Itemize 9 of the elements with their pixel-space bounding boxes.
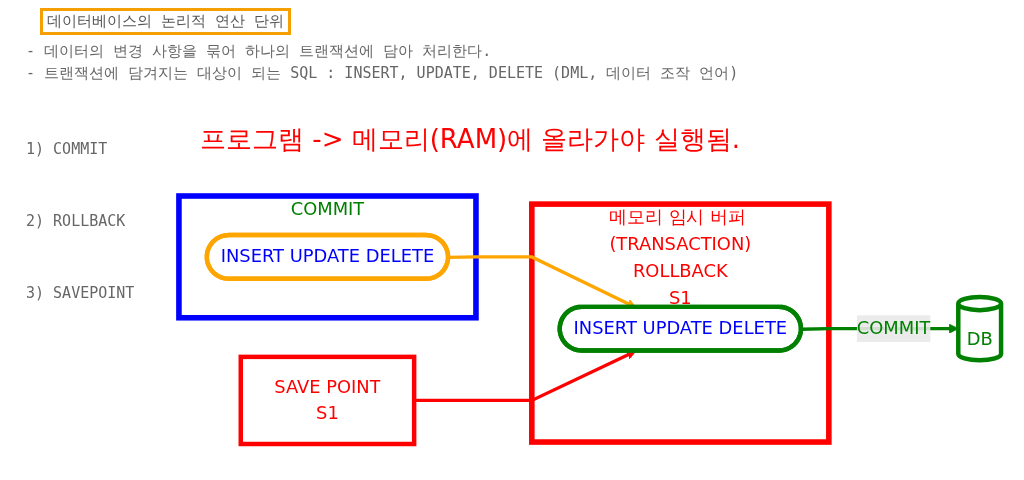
- heading: 데이터베이스의 논리적 연산 단위: [40, 8, 292, 35]
- step-text: 3) SAVEPOINT: [26, 284, 135, 304]
- step-text: 1) COMMIT: [26, 140, 109, 160]
- bullet-text: - 데이터의 변경 사항을 묶어 하나의 트랜잭션에 담아 처리한다.: [26, 41, 493, 62]
- edge-label: COMMIT: [856, 317, 931, 339]
- step-text: 2) ROLLBACK: [26, 212, 127, 232]
- note-text: 프로그램 -> 메모리(RAM)에 올라가야 실행됨.: [200, 123, 740, 156]
- node-box: SAVE POINT S1: [238, 354, 417, 447]
- bullet-text: - 트랜잭션에 담겨지는 대상이 되는 SQL : INSERT, UPDATE, DELETE (DML, 데이터 조작 언어): [26, 63, 739, 84]
